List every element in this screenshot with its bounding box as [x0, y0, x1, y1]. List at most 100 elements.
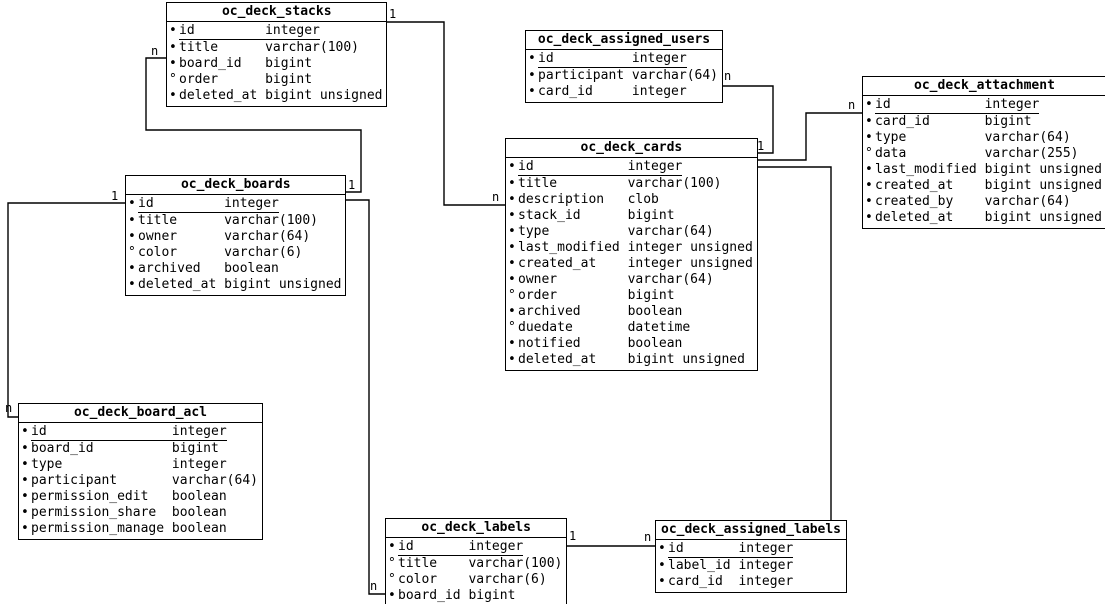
- field-type: integer: [468, 539, 524, 554]
- field-type: varchar(64): [627, 224, 714, 239]
- field-type: datetime: [627, 320, 691, 335]
- field-entry: permission_edit boolean: [31, 489, 227, 505]
- notnull-field-icon: •: [865, 194, 873, 209]
- field-type: bigint unsigned: [265, 88, 383, 103]
- field-type: boolean: [171, 489, 227, 504]
- notnull-field-icon: •: [508, 159, 516, 174]
- field-type: boolean: [171, 521, 227, 536]
- field-type: bigint: [627, 208, 675, 223]
- field-type: bigint unsigned: [984, 178, 1102, 193]
- cardinality-label: n: [5, 401, 12, 415]
- field-name: permission_edit: [31, 489, 149, 504]
- notnull-field-icon: •: [169, 88, 177, 103]
- field-type: bigint: [984, 114, 1032, 129]
- field-type: integer: [171, 457, 227, 472]
- field-name: archived: [518, 304, 581, 319]
- table-title: oc_deck_labels: [386, 519, 567, 538]
- field-type: integer: [984, 97, 1040, 112]
- field-name: permission_manage: [31, 521, 165, 536]
- field-name: participant: [538, 68, 625, 83]
- field-name: type: [31, 457, 63, 472]
- field-type: boolean: [224, 261, 279, 276]
- field-type: bigint: [265, 56, 313, 71]
- field-type: varchar(64): [631, 68, 718, 83]
- nullable-field-icon: °: [508, 288, 516, 303]
- field-type: integer unsigned: [627, 240, 753, 255]
- notnull-field-icon: •: [508, 336, 516, 351]
- field-name: data: [875, 146, 907, 161]
- notnull-field-icon: •: [21, 505, 29, 520]
- field-name: title: [398, 556, 438, 571]
- field-entry: permission_manage boolean: [31, 521, 227, 537]
- field-type: integer: [171, 424, 227, 439]
- notnull-field-icon: •: [528, 84, 536, 99]
- field-name: title: [179, 40, 219, 55]
- field-type: varchar(64): [224, 229, 311, 244]
- field-name: id: [398, 539, 414, 554]
- notnull-field-icon: •: [508, 208, 516, 223]
- cardinality-label: n: [492, 190, 499, 204]
- field-name: last_modified: [875, 162, 977, 177]
- notnull-field-icon: •: [658, 574, 666, 589]
- field-name: title: [518, 176, 558, 191]
- field-name: title: [138, 213, 178, 228]
- field-name: participant: [31, 473, 118, 488]
- field-type: integer: [627, 159, 683, 174]
- field-type: varchar(100): [265, 40, 359, 55]
- notnull-field-icon: •: [169, 40, 177, 55]
- table-field-row: °title varchar(100): [386, 556, 566, 572]
- field-type: varchar(100): [627, 176, 722, 191]
- nullable-field-icon: °: [865, 146, 873, 161]
- cardinality-label: n: [724, 69, 731, 83]
- notnull-field-icon: •: [865, 162, 873, 177]
- field-name: order: [179, 72, 219, 87]
- notnull-field-icon: •: [508, 240, 516, 255]
- field-type: clob: [627, 192, 659, 207]
- nullable-field-icon: °: [388, 556, 396, 571]
- relationship-line-boards-labels: [345, 199, 385, 595]
- field-type: varchar(100): [468, 556, 563, 571]
- notnull-field-icon: •: [865, 210, 873, 225]
